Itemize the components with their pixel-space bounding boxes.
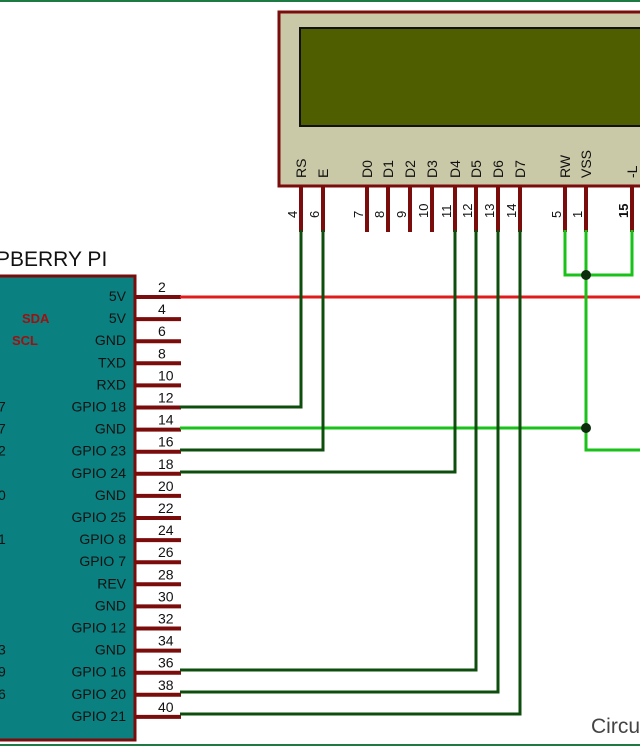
lcd-pin-label: -L bbox=[624, 165, 640, 178]
raspberry-pi-board: PBERRY PI SDA SCL 25V45V6GND8TXD10RXD12G… bbox=[0, 248, 181, 742]
board-pin-label: GPIO 23 bbox=[72, 443, 127, 459]
watermark-text: Circu bbox=[591, 715, 640, 738]
lcd-pin-number: 5 bbox=[549, 211, 564, 218]
lcd-pin-label: D1 bbox=[380, 160, 396, 178]
wire-d7-gpio21 bbox=[180, 230, 522, 716]
board-pin-number: 38 bbox=[158, 677, 174, 693]
board-pin-number: 2 bbox=[158, 279, 166, 295]
lcd-pin-group: RS 4 E 6 D0 7 D1 8 D2 9 D3 10 D4 11 D5 12 D6 13 D7 14 RW 5 VSS… bbox=[285, 150, 640, 232]
board-left-fragment: 1 bbox=[0, 531, 6, 547]
lcd-pin-label: VSS bbox=[578, 150, 594, 178]
scl-label: SCL bbox=[12, 333, 38, 348]
board-pin-number: 22 bbox=[158, 500, 174, 516]
lcd-pin-number: 13 bbox=[482, 204, 497, 218]
board-left-fragment: 2 bbox=[0, 443, 6, 459]
wire-d5-gpio16 bbox=[180, 230, 478, 672]
lcd-pin-label: D2 bbox=[402, 160, 418, 178]
lcd-screen bbox=[299, 27, 640, 127]
lcd-pin-label: RS bbox=[293, 159, 309, 178]
sda-label: SDA bbox=[22, 311, 50, 326]
board-title: PBERRY PI bbox=[0, 248, 107, 271]
board-pin-label: GPIO 8 bbox=[79, 531, 126, 547]
lcd-pin-number: 15 bbox=[616, 204, 631, 218]
lcd-pin-number: 9 bbox=[394, 211, 409, 218]
lcd-pin-label: D0 bbox=[359, 160, 375, 178]
left-fragment-group: 7 7 2 0 1 3 9 6 bbox=[0, 399, 6, 702]
board-pin-number: 10 bbox=[158, 367, 174, 383]
board-pin-label: GPIO 16 bbox=[72, 664, 127, 680]
board-pin-number: 18 bbox=[158, 456, 174, 472]
board-pin-label: GND bbox=[95, 487, 126, 503]
board-pin-number: 26 bbox=[158, 544, 174, 560]
board-left-fragment: 6 bbox=[0, 686, 6, 702]
lcd-pin-number: 1 bbox=[570, 211, 585, 218]
wire-gnd-rw bbox=[563, 230, 634, 277]
wire-d4-gpio24 bbox=[180, 230, 457, 474]
wire-d6-gpio20 bbox=[180, 230, 500, 694]
lcd-pin-number: 10 bbox=[416, 204, 431, 218]
board-left-fragment: 7 bbox=[0, 421, 6, 437]
lcd-pin-label: D3 bbox=[424, 160, 440, 178]
board-pin-label: GND bbox=[95, 642, 126, 658]
board-pin-label: GND bbox=[95, 332, 126, 348]
board-pin-number: 24 bbox=[158, 522, 174, 538]
lcd-pin-number: 6 bbox=[307, 211, 322, 218]
board-pin-number: 14 bbox=[158, 412, 174, 428]
lcd-pin-label: D5 bbox=[468, 160, 484, 178]
lcd-pin-label: D4 bbox=[447, 160, 463, 178]
board-pin-label: RXD bbox=[96, 376, 126, 392]
board-pin-number: 20 bbox=[158, 478, 174, 494]
board-pin-number: 12 bbox=[158, 390, 174, 406]
board-pin-label: TXD bbox=[98, 354, 126, 370]
board-pin-number: 34 bbox=[158, 633, 174, 649]
lcd-pin-number: 14 bbox=[504, 204, 519, 218]
lcd-pin-label: RW bbox=[557, 154, 573, 178]
board-pin-label: GPIO 21 bbox=[72, 708, 127, 724]
lcd-pin-number: 11 bbox=[439, 205, 454, 219]
board-pin-number: 6 bbox=[158, 323, 166, 339]
junction-dot bbox=[581, 423, 591, 433]
lcd-pin-label: E bbox=[315, 169, 331, 178]
board-pin-label: 5V bbox=[109, 288, 127, 304]
lcd-pin-label: D7 bbox=[512, 160, 528, 178]
lcd-pin-label: D6 bbox=[490, 160, 506, 178]
board-left-fragment: 7 bbox=[0, 399, 6, 415]
wire-gnd-vss bbox=[584, 230, 640, 452]
board-pin-label: GPIO 24 bbox=[72, 465, 127, 481]
board-pin-number: 4 bbox=[158, 301, 166, 317]
board-pin-number: 8 bbox=[158, 345, 166, 361]
board-left-fragment: 0 bbox=[0, 487, 6, 503]
lcd-module: RS 4 E 6 D0 7 D1 8 D2 9 D3 10 D4 11 D5 12 D6 13 D7 14 RW 5 VSS… bbox=[277, 10, 640, 232]
junction-dot bbox=[581, 270, 591, 280]
board-pin-number: 36 bbox=[158, 655, 174, 671]
board-pin-label: GPIO 18 bbox=[72, 399, 127, 415]
board-pin-label: GND bbox=[95, 597, 126, 613]
board-pin-label: 5V bbox=[109, 310, 127, 326]
board-left-fragment: 9 bbox=[0, 664, 6, 680]
board-pin-number: 30 bbox=[158, 588, 174, 604]
board-pin-number: 32 bbox=[158, 611, 174, 627]
board-pin-label: GPIO 20 bbox=[72, 686, 127, 702]
board-pin-number: 16 bbox=[158, 434, 174, 450]
board-pin-number: 28 bbox=[158, 566, 174, 582]
board-pin-label: REV bbox=[97, 575, 126, 591]
lcd-pin-number: 12 bbox=[460, 204, 475, 218]
board-pin-label: GPIO 25 bbox=[72, 509, 127, 525]
board-left-fragment: 3 bbox=[0, 642, 6, 658]
board-pin-label: GPIO 7 bbox=[79, 553, 126, 569]
lcd-pin-number: 7 bbox=[351, 211, 366, 218]
lcd-pin-number: 8 bbox=[372, 211, 387, 218]
board-pin-number: 40 bbox=[158, 699, 174, 715]
board-pin-label: GPIO 12 bbox=[72, 620, 127, 636]
board-pin-label: GND bbox=[95, 421, 126, 437]
board-body bbox=[0, 274, 137, 742]
wire-e-gpio23 bbox=[180, 230, 325, 452]
wire-rs-gpio18 bbox=[180, 230, 303, 409]
wires bbox=[180, 230, 640, 716]
lcd-pin-number: 4 bbox=[285, 211, 300, 218]
